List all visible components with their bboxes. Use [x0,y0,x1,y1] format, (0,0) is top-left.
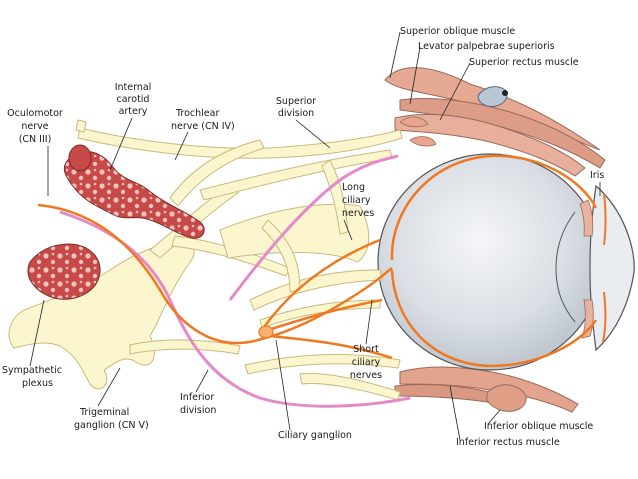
trochlea [477,86,508,107]
label-trochlear-1: Trochlear [176,108,220,119]
ciliary-ganglion [258,325,274,339]
label-sympathetic-2: plexus [22,378,53,389]
label-internal-carotid-1: Internal [114,82,152,93]
label-superior-division-1: Superior [275,96,317,107]
label-internal-carotid-2: carotid [116,94,150,105]
label-short-ciliary-2: ciliary [351,357,381,368]
label-trochlear-2: nerve (CN IV) [171,121,235,132]
label-long-ciliary-1: Long [342,182,365,193]
inferior-rectus-muscle [394,366,579,413]
label-internal-carotid-3: artery [118,106,148,117]
label-trigeminal-1: Trigeminal [80,407,130,418]
label-superior-rectus-muscle: Superior rectus muscle [469,57,579,68]
label-long-ciliary-2: ciliary [342,195,371,206]
label-long-ciliary-3: nerves [342,208,375,219]
label-inferior-division-1: Inferior [180,392,215,403]
label-short-ciliary-3: nerves [349,370,383,381]
eyeball [377,153,635,371]
label-short-ciliary-1: Short [353,344,379,355]
label-trigeminal-2: ganglion (CN V) [74,420,149,431]
eye-orange-ring [390,154,598,368]
label-inferior-rectus-muscle: Inferior rectus muscle [456,437,560,448]
label-oculomotor-2: nerve [21,121,49,132]
label-iris: Iris [590,170,605,181]
label-superior-oblique-muscle: Superior oblique muscle [400,26,516,37]
inferior-oblique-muscle [486,384,527,412]
label-levator-palpebrae-superioris: Levator palpebrae superioris [418,41,555,52]
label-ciliary-ganglion: Ciliary ganglion [278,430,352,441]
oculomotor-pathway [37,203,393,360]
internal-carotid-artery [27,144,205,300]
label-inferior-division-2: division [180,405,217,416]
label-sympathetic-1: Sympathetic [2,365,62,376]
label-oculomotor-1: Oculomotor [7,108,63,119]
superior-rectus-muscle [394,113,586,177]
label-inferior-oblique-muscle: Inferior oblique muscle [484,421,594,432]
superior-muscle-nerve-tufts [399,116,437,147]
label-oculomotor-3: (CN III) [18,134,52,145]
label-superior-division-2: division [277,108,315,119]
